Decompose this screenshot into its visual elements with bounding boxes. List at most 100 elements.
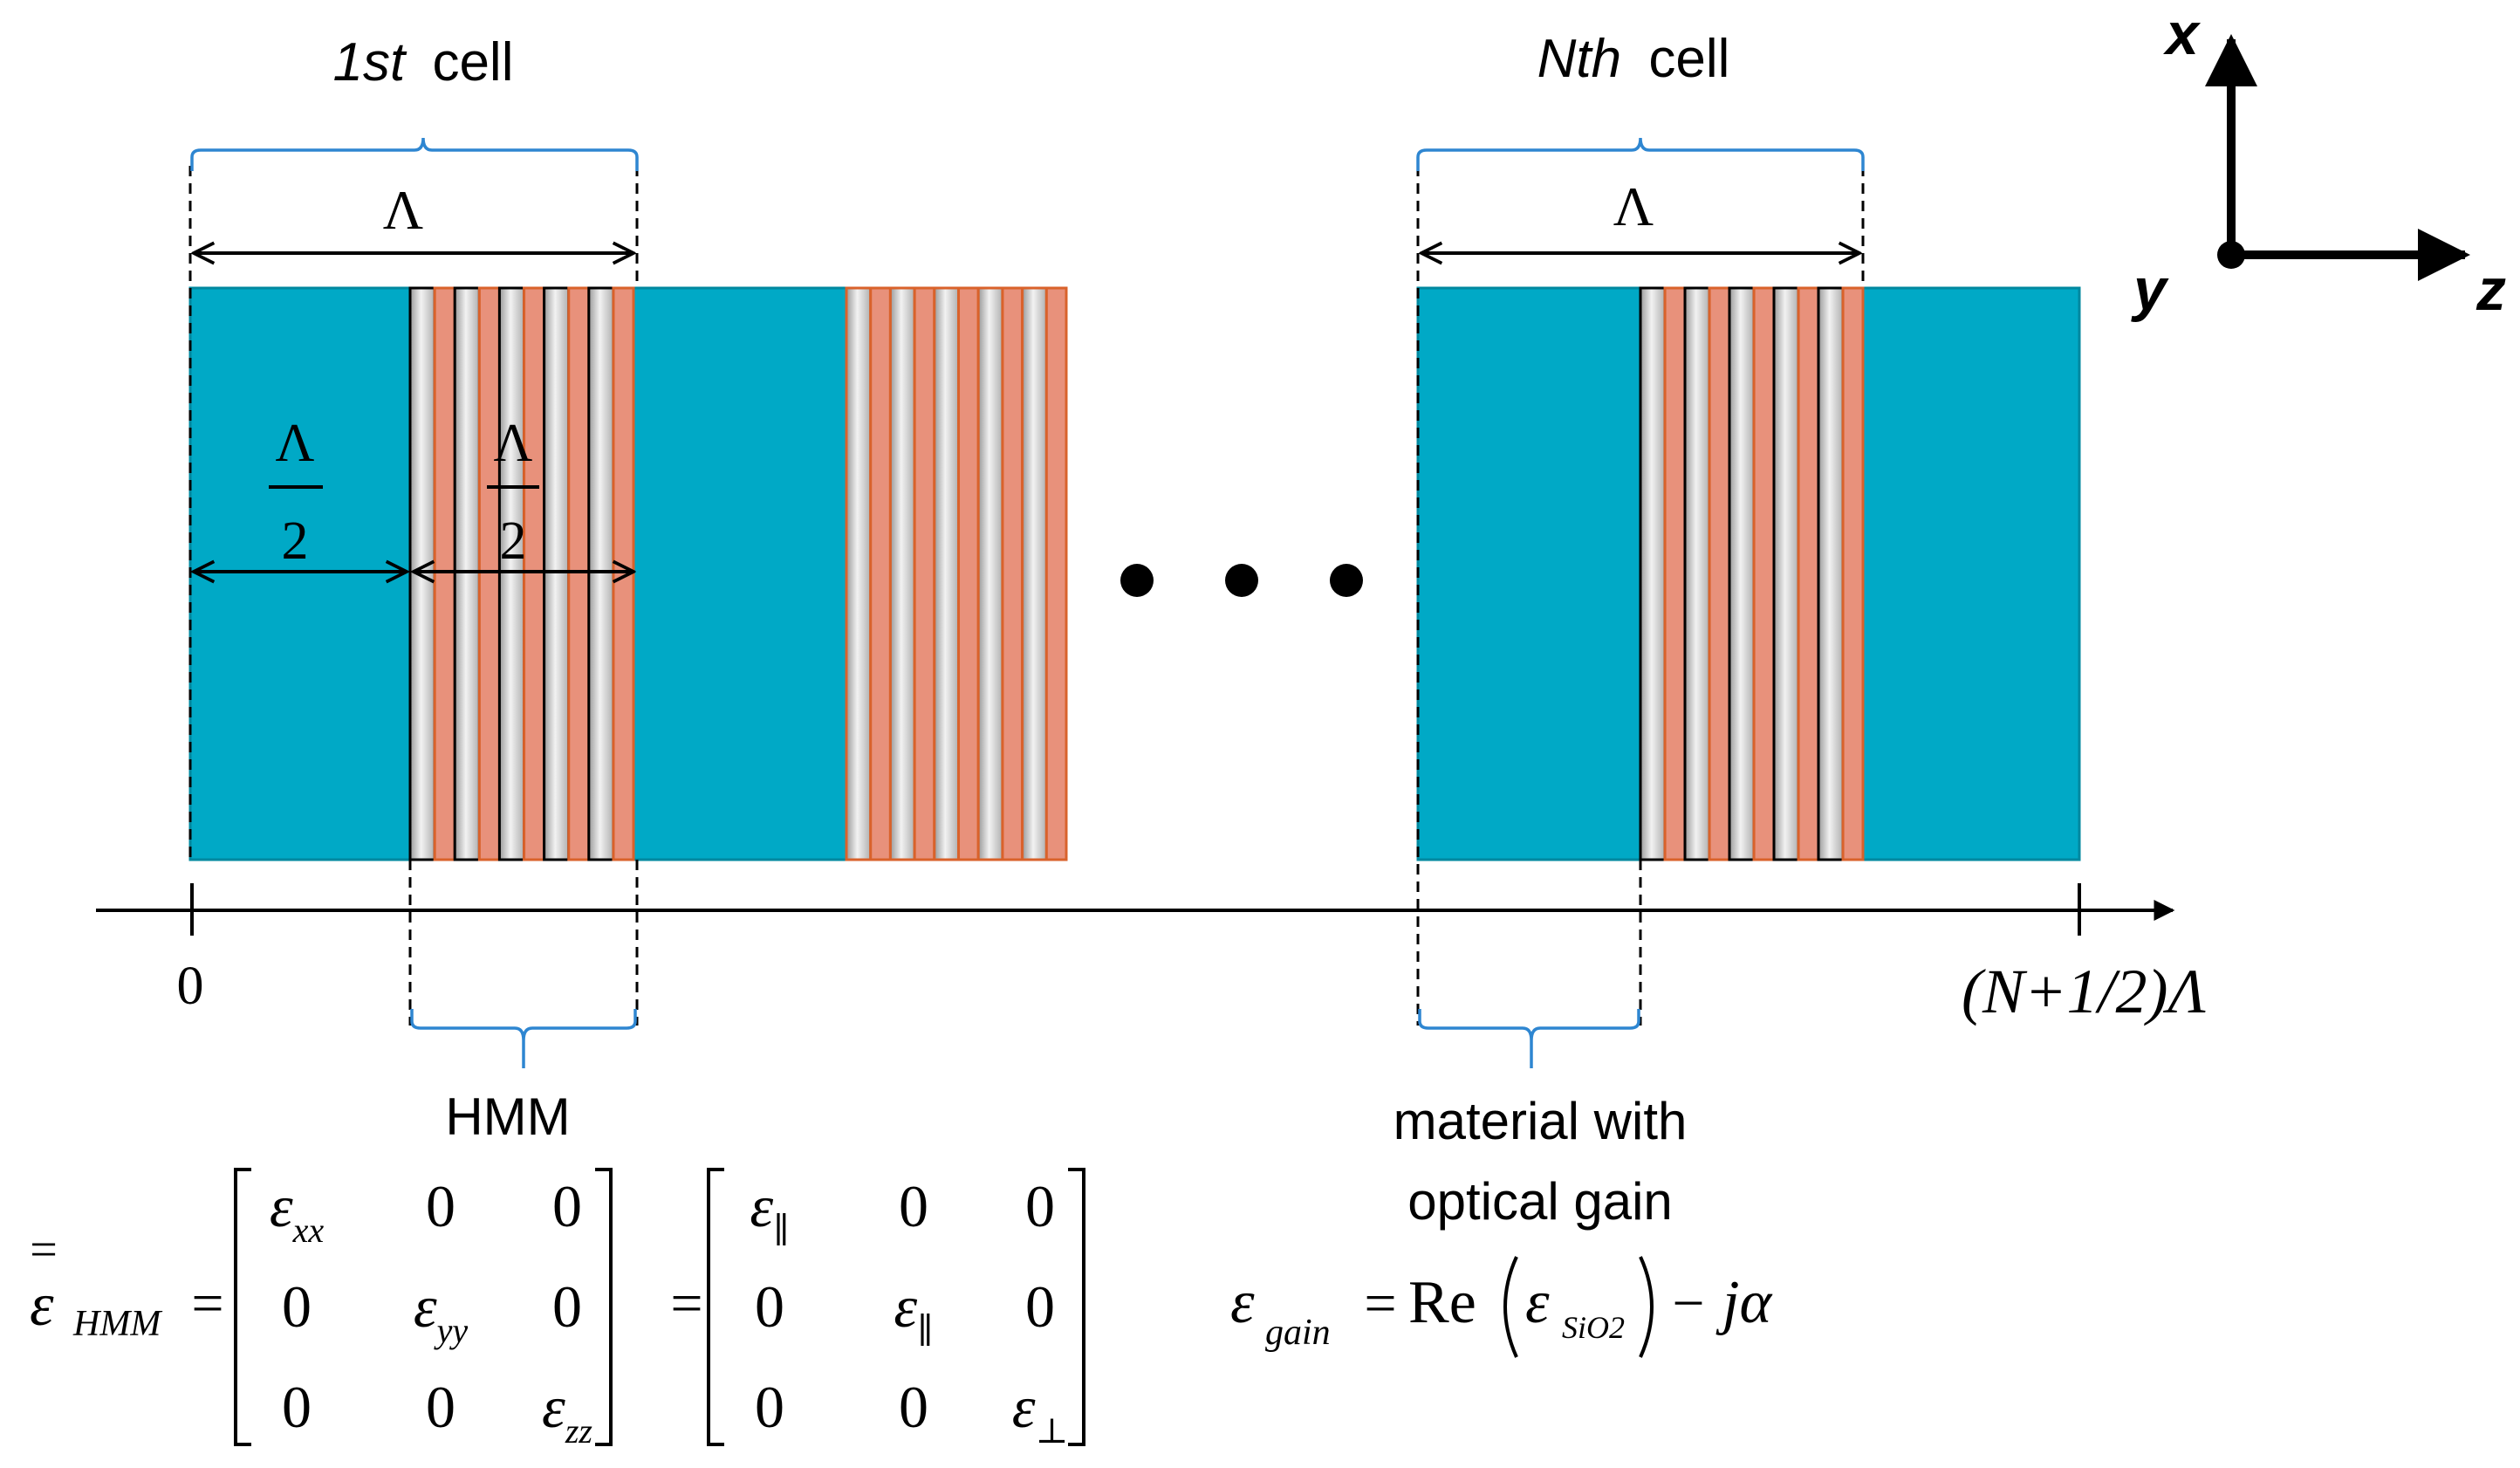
hmm-stack-2 (845, 286, 1068, 861)
matrix-bracket-left (234, 1168, 251, 1446)
dielectric-layer (845, 286, 873, 861)
matrix-entry: 0 (426, 1173, 455, 1239)
matrix-entry: 0 (552, 1173, 582, 1239)
brace-gain (1418, 1009, 1640, 1068)
matrix-entry: 0 (899, 1374, 928, 1440)
gain-block-2 (632, 286, 848, 861)
metal-layer (433, 286, 456, 861)
ellipsis-dots (1120, 564, 1363, 597)
dielectric-layer (888, 286, 916, 861)
half-label-gain-num: Λ (276, 414, 315, 473)
gain-block-4 (1861, 286, 2081, 861)
z-axis (96, 883, 2175, 936)
paren-left (1503, 1256, 1518, 1358)
metal-layer (1752, 286, 1776, 861)
matrix-entry: εzz (542, 1374, 592, 1451)
braces (190, 137, 1865, 1068)
matrix-entry: 0 (426, 1374, 455, 1440)
axis-label-end: (N+1/2)Λ (1962, 957, 2207, 1026)
re-operator: Re (1408, 1269, 1476, 1336)
gain-block-3 (1416, 286, 1642, 861)
matrix-entry: 0 (755, 1374, 784, 1440)
matrix-bracket-left (707, 1168, 724, 1446)
eps-gain-symbol: ε (1230, 1269, 1255, 1336)
metal-layer (1663, 286, 1687, 861)
matrix-entry: 0 (755, 1273, 784, 1340)
matrix-bracket-right (595, 1168, 613, 1446)
cell-n-prefix: Nth (1537, 29, 1621, 89)
matrix-entry: εxx (270, 1173, 325, 1250)
dielectric-layer (453, 286, 481, 861)
cell-1-word: cell (432, 32, 513, 93)
metal-layer (1708, 286, 1731, 861)
dielectric-layer (1728, 286, 1756, 861)
matrix-entry: ε∥ (750, 1173, 789, 1250)
gain-equals: = (1364, 1272, 1396, 1335)
half-label-hmm-num: Λ (494, 414, 533, 473)
svg-text:Nth cell: Nth cell (1537, 29, 1730, 89)
matrix-entry: 0 (899, 1173, 928, 1239)
matrix-bracket-right (1068, 1168, 1085, 1446)
eps-sio2-symbol: ε (1525, 1269, 1550, 1336)
gain-block-1 (188, 286, 412, 861)
metal-layer (567, 286, 591, 861)
dielectric-layer (1021, 286, 1048, 861)
axis-label-zero: 0 (177, 957, 204, 1016)
dielectric-layer (1639, 286, 1667, 861)
dielectric-layer (587, 286, 615, 861)
metal-layer (1044, 286, 1068, 861)
eps-hmm-symbol: ε (30, 1272, 54, 1339)
equals-2: = (670, 1272, 702, 1335)
paren-right (1639, 1256, 1654, 1358)
metal-layer (1797, 286, 1820, 861)
brace-cell-n (1416, 137, 1865, 171)
dielectric-layer (1683, 286, 1711, 861)
y-axis-dot (2217, 241, 2245, 269)
period-label-cell-n: Λ (1613, 175, 1654, 237)
matrix-entry: 0 (1025, 1273, 1055, 1340)
metal-layer (1001, 286, 1024, 861)
matrix-entry: ε∥ (894, 1273, 933, 1350)
hmm-label: HMM (445, 1087, 570, 1146)
dielectric-layer (1817, 286, 1845, 861)
eps-hmm-subscript: HMM (72, 1304, 162, 1344)
brace-cell-1 (190, 137, 639, 171)
metal-layer (913, 286, 936, 861)
tensor-bar: = (30, 1223, 58, 1277)
hmm-stack-3 (1639, 286, 1865, 861)
eps-gain-subscript: gain (1265, 1313, 1331, 1353)
metal-layer (869, 286, 892, 861)
half-label-gain-den: 2 (282, 511, 309, 571)
dielectric-layer (1772, 286, 1800, 861)
j-alpha: jα (1715, 1269, 1772, 1336)
gain-permittivity-equation: ε gain = Re ε SiO2 − jα (1230, 1256, 1772, 1358)
metal-layer (612, 286, 635, 861)
dielectric-layer (497, 286, 526, 861)
dielectric-layer (933, 286, 961, 861)
cell-1-prefix: 1st (333, 32, 407, 93)
metal-layer (1841, 286, 1865, 861)
matrix-entry: 0 (282, 1374, 312, 1440)
gain-medium-blocks (188, 286, 2081, 861)
minus-sign: − (1672, 1272, 1704, 1335)
hmm-stack-1 (408, 286, 635, 861)
half-label-hmm-den: 2 (500, 511, 527, 571)
metal-layer (477, 286, 501, 861)
equals-1: = (191, 1272, 223, 1335)
eps-sio2-subscript: SiO2 (1562, 1310, 1625, 1345)
dielectric-layer (976, 286, 1004, 861)
svg-text:1st cell: 1st cell (333, 32, 514, 93)
dashed-guides (188, 166, 1865, 1026)
matrix-entry: 0 (1025, 1173, 1055, 1239)
coord-z-label: z (2475, 257, 2506, 323)
tensor-matrix-parallel-perp: ε∥ 0 0 0 ε∥ 0 0 0 ε⊥ (707, 1168, 1085, 1451)
brace-hmm (410, 1009, 637, 1068)
matrix-entry: ε⊥ (1012, 1374, 1068, 1451)
metal-layer (957, 286, 980, 861)
period-label-cell-1: Λ (383, 179, 423, 241)
coord-x-label: x (2163, 1, 2202, 67)
matrix-entry: 0 (552, 1273, 582, 1340)
dimension-arrows (194, 253, 1859, 572)
